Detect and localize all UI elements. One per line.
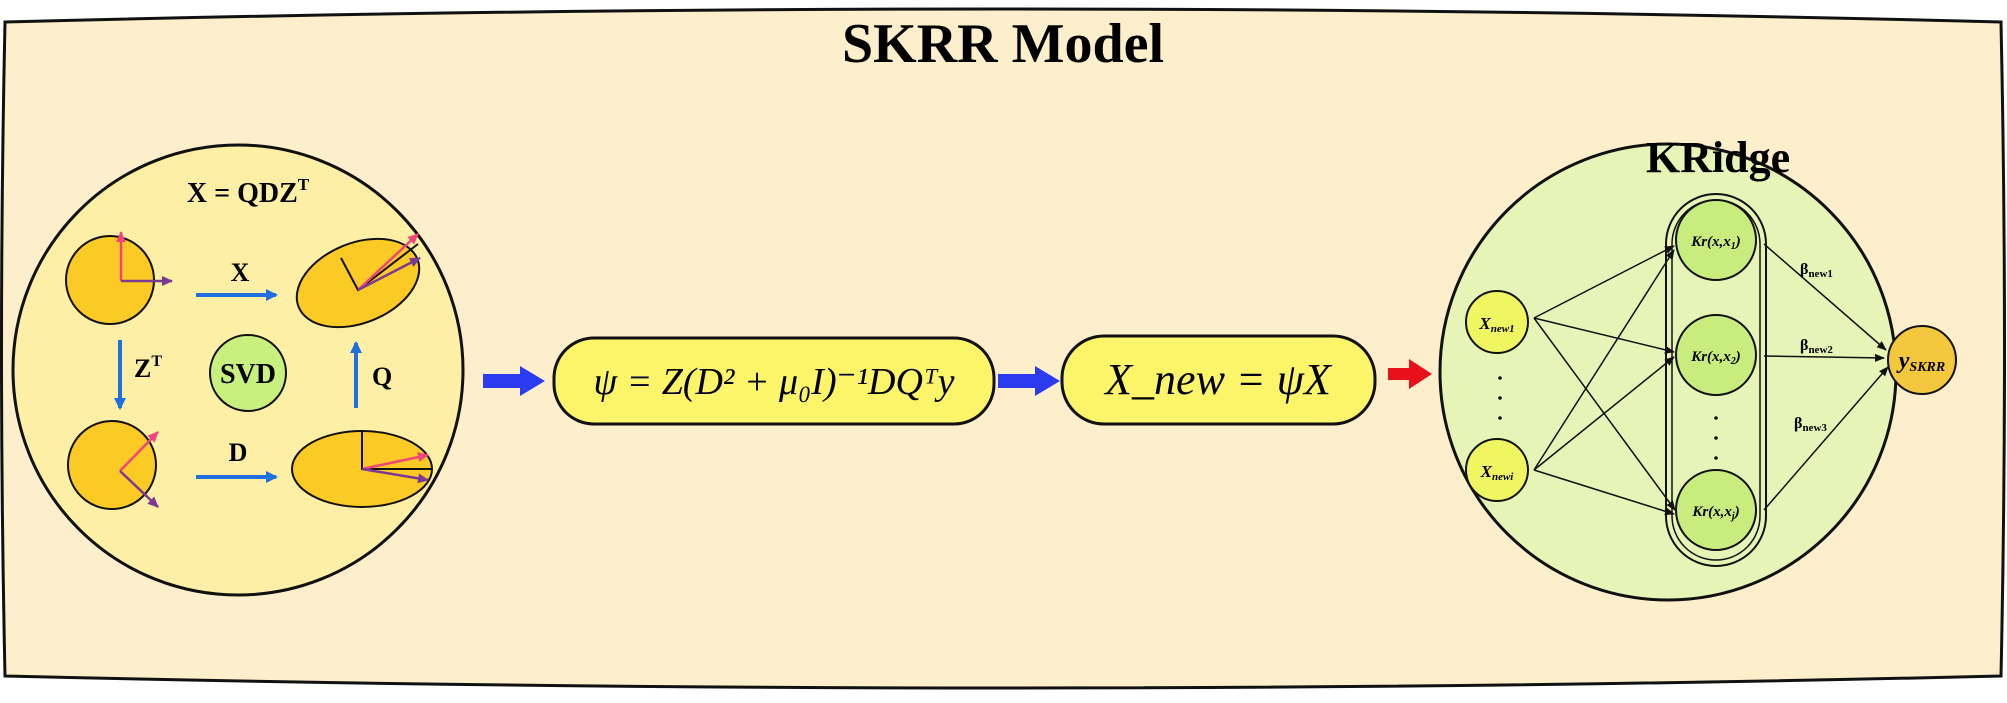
input-i-main: X [1480,462,1493,481]
svg-text:Kr(x,x2): Kr(x,x2) [1690,349,1741,367]
kernel-node-j: Kr(x,xj) [1675,469,1757,551]
vector-diag-pink [357,233,419,291]
beta-3-sub: new3 [1802,422,1827,434]
output-sub: SKRR [1909,360,1945,375]
beta-3-main: β [1794,415,1802,432]
output-main: y [1896,348,1910,374]
flow-arrow-1 [483,366,545,396]
arrow-zt-sup: T [151,353,162,370]
ellipse-top-right [295,233,421,329]
vector-diag-purple [357,256,421,292]
vector-diag-down-purple [119,470,159,508]
output-node: ySKRR [1887,325,1957,395]
svd-section: X = QDZT SVD [11,143,465,597]
kernel-j-sub: j [1730,511,1735,522]
kridge-title: KRidge [1646,133,1790,182]
kernel-2-sub: 2 [1730,356,1736,367]
xnew-formula-box [1060,334,1377,426]
beta-label-1: βnew1 [1800,261,1833,280]
svd-center-label: SVD [220,359,276,390]
flow-arrow-2 [998,366,1060,396]
beta-1-main: β [1800,261,1808,278]
disc-top-left [65,231,173,325]
kernel-node-2: Kr(x,x2) [1675,314,1757,396]
xnew-formula: X_new = ψX [1103,355,1333,404]
diagram-title: SKRR Model [842,13,1164,75]
flow-arrow-3 [1388,359,1432,389]
kridge-section: KRidge Xnew1 [1438,133,1957,602]
svd-equation: X = QDZT [187,175,310,209]
arrow-x-label: X [231,258,250,287]
svg-text:ySKRR: ySKRR [1896,348,1945,375]
vector-flat-purple [361,467,429,484]
beta-2-main: β [1800,337,1808,354]
svd-equation-sup: T [298,175,310,194]
kernel-capsule [1665,193,1767,567]
svg-text:Xnew1: Xnew1 [1478,314,1514,335]
kernel-1-close: ) [1734,234,1741,250]
arrow-d-label: D [229,438,248,467]
kernel-node-1: Kr(x,x1) [1675,199,1757,281]
disc-bottom-left [67,420,159,510]
beta-1-sub: new1 [1808,268,1832,280]
arrow-q-label: Q [372,362,392,391]
kernel-1-sub: 1 [1731,241,1736,252]
kernel-1-main: Kr(x,x [1690,234,1731,250]
psi-formula-box [552,336,996,426]
svg-text:Kr(x,x1): Kr(x,x1) [1690,234,1741,252]
input-node-i: Xnewi [1465,438,1529,502]
kernel-dots [1714,416,1718,460]
vector-flat-pink [361,452,429,471]
kernel-j-main: Kr(x,x [1691,504,1732,520]
input-1-main: X [1478,314,1491,333]
input-node-1: Xnew1 [1465,290,1529,354]
svg-text:Kr(x,xj): Kr(x,xj) [1691,504,1739,522]
beta-label-3: βnew3 [1794,415,1827,434]
arrow-zt-main: Z [134,354,151,383]
kernel-2-main: Kr(x,x [1690,349,1731,365]
arrow-zt-label: ZT [134,353,162,383]
input-i-sub: newi [1492,471,1514,483]
svd-center-circle [209,334,287,412]
ellipse-bottom-right [291,430,433,508]
svd-equation-main: X = QDZ [187,178,298,209]
vector-diag-up-pink [119,431,159,472]
kernel-2-close: ) [1734,349,1741,365]
input-1-sub: new1 [1491,323,1515,335]
input-dots [1498,376,1502,420]
kernel-j-close: ) [1733,504,1740,520]
svg-text:Xnewi: Xnewi [1480,462,1515,483]
psi-formula: ψ = Z(D² + μ₀I)⁻¹DQᵀy [594,361,955,403]
kernel-output-connections [1763,243,1889,511]
beta-label-2: βnew2 [1800,337,1833,356]
beta-2-sub: new2 [1808,344,1833,356]
input-kernel-connections [1533,245,1676,516]
